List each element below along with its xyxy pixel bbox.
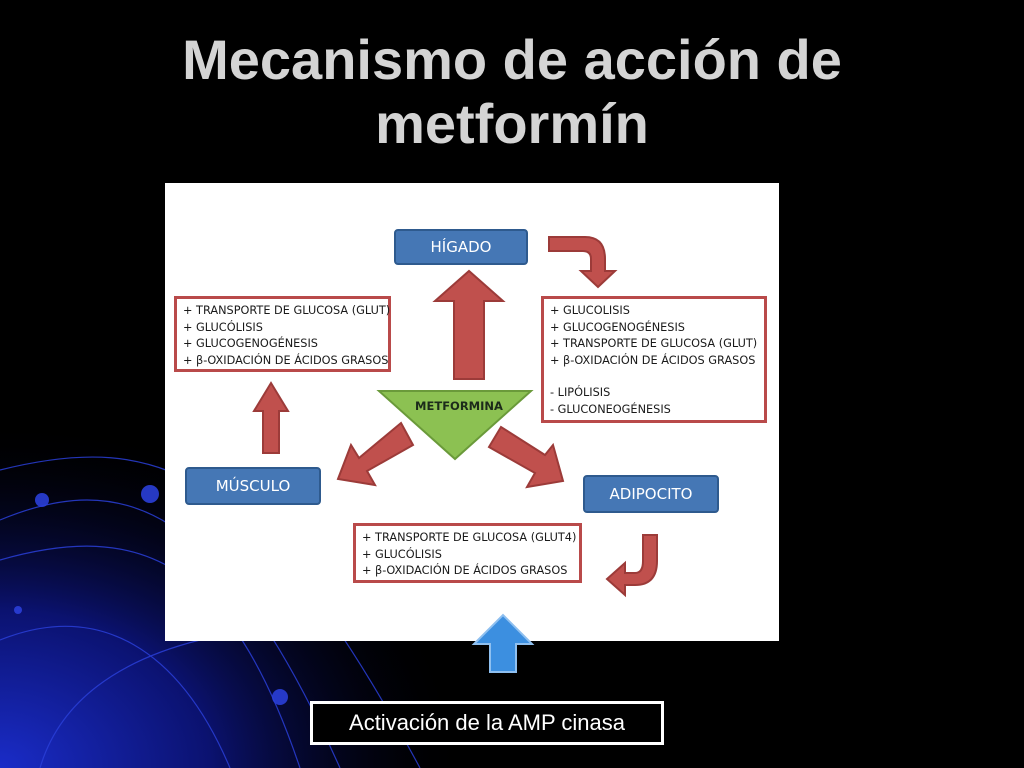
title-line-2: metformín (375, 92, 649, 155)
muscle-effect-1: + TRANSPORTE DE GLUCOSA (GLUT) (183, 304, 391, 317)
decorative-dots (14, 485, 288, 705)
metformina-triangle (376, 390, 534, 461)
arrow-liver-curve (548, 236, 618, 289)
arrow-to-muscle (336, 421, 415, 487)
diagram-arrows (252, 236, 658, 598)
muscle-node: MÚSCULO (185, 467, 321, 505)
liver-effect-4: + β-OXIDACIÓN DE ÁCIDOS GRASOS (550, 353, 756, 367)
liver-effect-3: + TRANSPORTE DE GLUCOSA (GLUT) (550, 337, 758, 350)
muscle-effect-2: + GLUCÓLISIS (183, 320, 263, 334)
adipocyte-effects-box: + TRANSPORTE DE GLUCOSA (GLUT4) + GLUCÓL… (353, 523, 582, 583)
amp-activation-label: Activación de la AMP cinasa (310, 701, 664, 745)
title-line-1: Mecanismo de acción de (182, 28, 842, 91)
adipocyte-effect-1: + TRANSPORTE DE GLUCOSA (GLUT4) (362, 531, 577, 544)
slide-title: Mecanismo de acción de metformín (0, 28, 1024, 156)
muscle-effect-3: + GLUCOGENOGÉNESIS (183, 337, 318, 350)
up-arrow-icon (471, 613, 535, 673)
arrow-to-adipocyte (487, 425, 565, 489)
liver-effect-minus-1: - LIPÓLISIS (550, 386, 611, 399)
muscle-effects-box: + TRANSPORTE DE GLUCOSA (GLUT) + GLUCÓLI… (174, 296, 391, 372)
liver-node: HÍGADO (394, 229, 528, 265)
liver-effects-box: + GLUCOLISIS + GLUCOGENOGÉNESIS + TRANSP… (541, 296, 767, 423)
adipocyte-effect-2: + GLUCÓLISIS (362, 547, 442, 561)
muscle-effect-4: + β-OXIDACIÓN DE ÁCIDOS GRASOS (183, 353, 389, 367)
adipocyte-node: ADIPOCITO (583, 475, 719, 513)
arrow-muscle-up (252, 381, 290, 454)
arrow-adipocyte-curve (605, 534, 658, 598)
arrow-to-liver (432, 269, 506, 380)
liver-effect-minus-2: - GLUCONEOGÉNESIS (550, 402, 671, 416)
adipocyte-effect-3: + β-OXIDACIÓN DE ÁCIDOS GRASOS (362, 564, 568, 577)
liver-effect-1: + GLUCOLISIS (550, 304, 630, 317)
liver-effect-2: + GLUCOGENOGÉNESIS (550, 320, 685, 334)
metformina-label: METFORMINA (415, 399, 503, 413)
diagram-panel: METFORMINA HÍGADO MÚSCULO ADIPOCITO + TR… (165, 183, 779, 641)
